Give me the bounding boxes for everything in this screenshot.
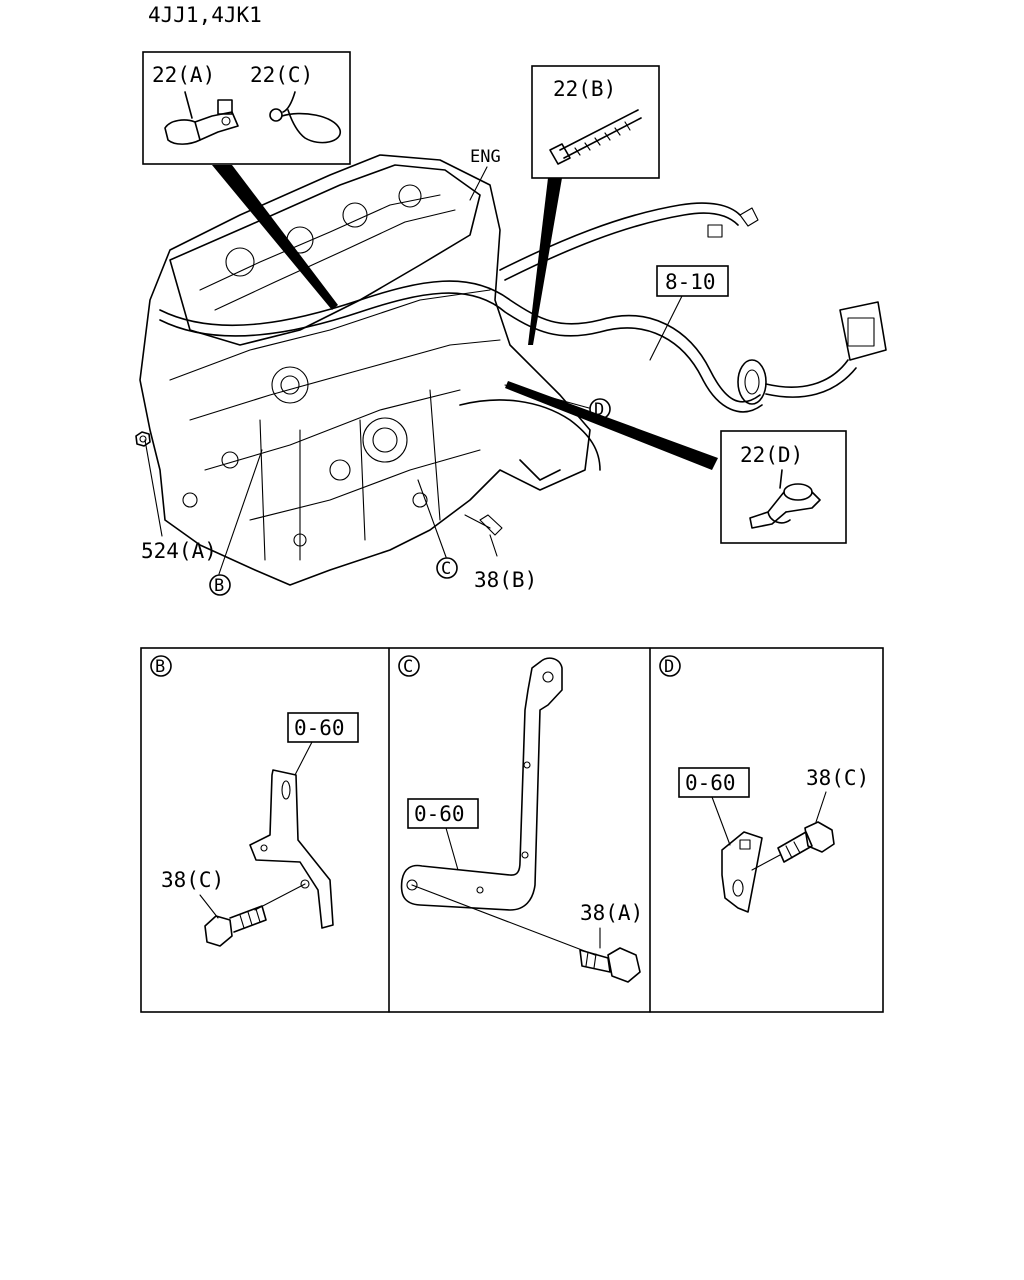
bracket-d-icon	[721, 831, 763, 913]
callout-box-22a-22c	[142, 51, 351, 165]
leader-wedge-22ac	[212, 165, 338, 310]
bolt-38a-c-icon	[579, 947, 641, 983]
panel-d-bracket-ref: 0-60	[685, 771, 736, 795]
label-22d: 22(D)	[740, 443, 803, 467]
svg-text:D: D	[594, 400, 604, 420]
leader-ref-c	[417, 479, 447, 558]
leader-wedge-22b	[528, 178, 562, 345]
panel-c: C 0-60 38(A)	[398, 655, 643, 983]
label-38b: 38(B)	[474, 568, 537, 592]
bracket-c-icon	[400, 657, 563, 911]
leader-ref-b	[218, 449, 263, 575]
leader-524a	[144, 439, 163, 537]
leader-eng	[469, 166, 488, 201]
leader-8-10	[649, 295, 683, 361]
panel-d-id: D	[664, 657, 674, 677]
leader-ref-d	[504, 384, 590, 409]
panel-b-bolt: 38(C)	[161, 868, 224, 892]
bolt-38c-d-icon	[777, 821, 835, 863]
ref-circle-b-main: B	[209, 574, 231, 596]
label-8-10: 8-10	[665, 270, 716, 294]
svg-text:C: C	[441, 559, 451, 579]
clip-22d-icon	[749, 469, 821, 529]
panel-c-bolt: 38(A)	[580, 901, 643, 925]
label-22c: 22(C)	[250, 63, 313, 87]
panel-d: D 0-60 38(C)	[659, 655, 869, 913]
nut-524a-icon	[135, 431, 151, 447]
cable-tie-22b-icon	[549, 109, 642, 165]
clip-22c-icon	[269, 91, 341, 144]
panel-c-id: C	[403, 657, 413, 677]
ref-circle-d-main: D	[589, 398, 611, 420]
panel-b-id: B	[155, 657, 165, 677]
panel-d-bolt: 38(C)	[806, 766, 869, 790]
panel-b-bracket-ref: 0-60	[294, 716, 345, 740]
panel-b: B 0-60 38(C)	[150, 655, 359, 947]
engine-assembly-drawing	[139, 154, 887, 586]
harness-ref-box	[656, 265, 729, 297]
bolt-38c-b-icon	[204, 905, 267, 947]
leader-wedge-22d	[505, 381, 718, 470]
label-eng: ENG	[470, 147, 501, 167]
leader-38b	[489, 534, 498, 557]
callout-box-22d	[720, 430, 847, 544]
clip-22a-icon	[164, 91, 239, 145]
callout-box-22b	[531, 65, 660, 179]
ref-circle-c-main: C	[436, 557, 458, 579]
model-code-header: 4JJ1,4JK1	[148, 3, 262, 27]
bracket-b-icon	[249, 769, 334, 929]
label-524a: 524(A)	[141, 539, 217, 563]
label-22b: 22(B)	[553, 77, 616, 101]
svg-text:B: B	[214, 576, 224, 596]
label-22a: 22(A)	[152, 63, 215, 87]
panel-c-bracket-ref: 0-60	[414, 802, 465, 826]
detail-panels-frame	[140, 647, 884, 1013]
